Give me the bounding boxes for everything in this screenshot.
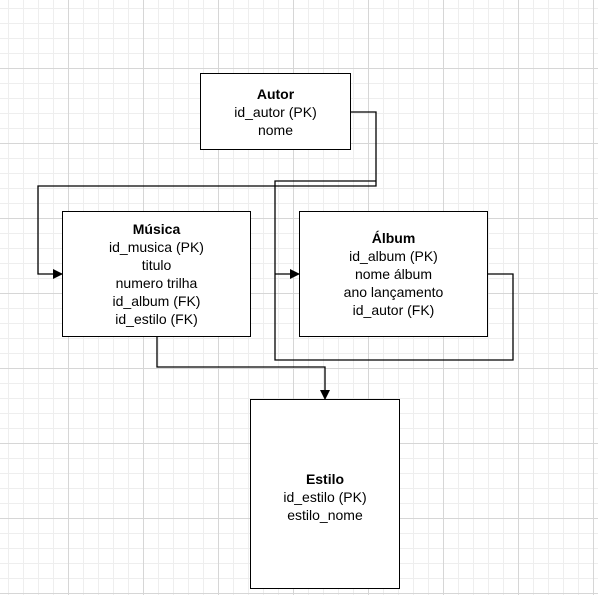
entity-estilo-field: estilo_nome [287,507,363,523]
connector-autor-musica [37,111,377,279]
entity-album-field: nome álbum [354,266,433,282]
entity-estilo-title: Estilo [305,471,345,487]
entity-autor[interactable]: Autor id_autor (PK) nome [200,73,351,150]
entity-musica-title: Música [132,221,181,237]
entity-album[interactable]: Álbum id_album (PK) nome álbum ano lança… [299,211,488,337]
entity-estilo[interactable]: Estilo id_estilo (PK) estilo_nome [250,399,400,589]
entity-autor-title: Autor [256,85,295,102]
entity-musica[interactable]: Música id_musica (PK) titulo numero tril… [62,211,251,337]
entity-estilo-field: id_estilo (PK) [283,489,367,505]
entity-musica-field: id_album (FK) [112,293,201,309]
entity-musica-field: id_estilo (FK) [115,311,198,327]
connector-album-autor [274,180,514,361]
entity-autor-field: nome [257,121,294,138]
entity-musica-field: titulo [141,257,172,273]
entity-album-title: Álbum [371,230,416,246]
entity-album-field: id_album (PK) [349,248,438,264]
entity-musica-field: numero trilha [115,275,198,291]
entity-album-field: id_autor (FK) [352,302,435,318]
connector-musica-estilo [156,337,330,400]
entity-album-field: ano lançamento [343,284,444,300]
entity-autor-field: id_autor (PK) [234,103,317,120]
entity-musica-field: id_musica (PK) [109,239,204,255]
